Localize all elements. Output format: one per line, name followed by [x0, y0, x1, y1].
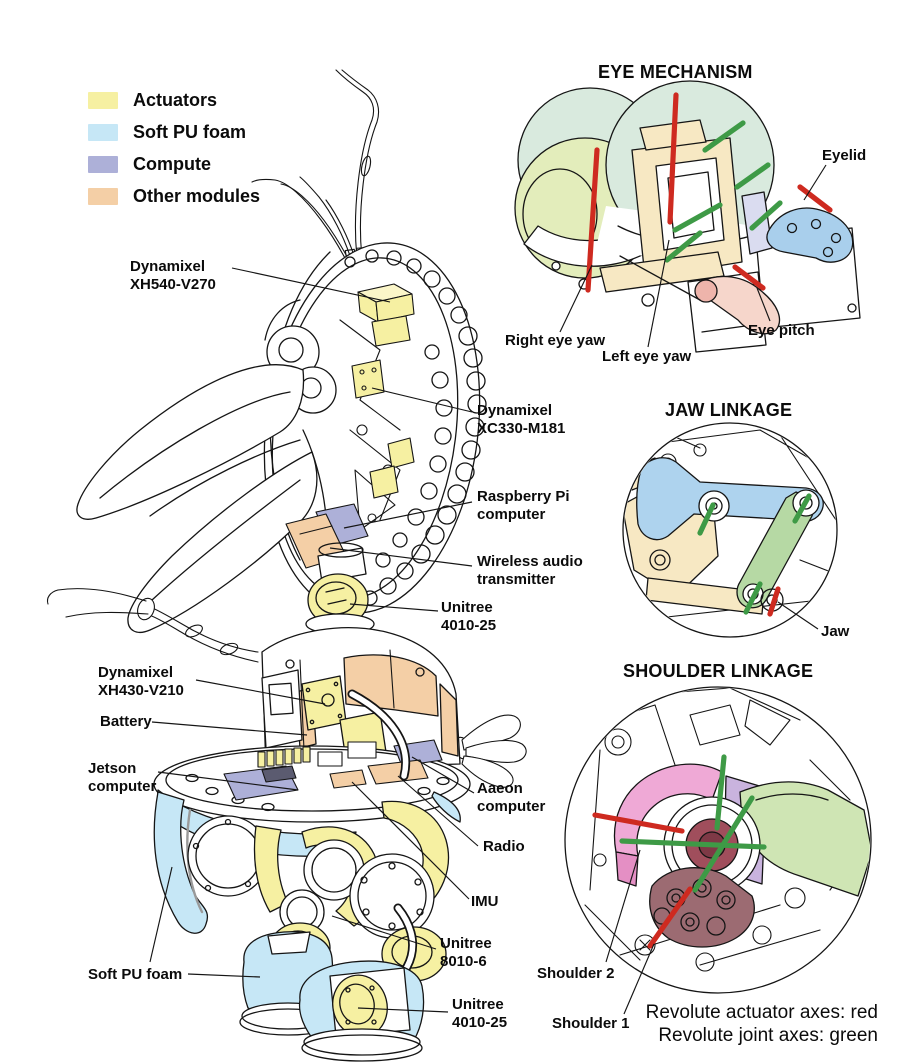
feet [239, 931, 425, 1062]
left-arm [46, 588, 259, 663]
antennae [251, 69, 380, 263]
label-shoulder-1: Shoulder 1 [552, 1015, 630, 1032]
label-jaw: Jaw [821, 623, 850, 640]
label-eye-pitch: Eye pitch [748, 322, 815, 339]
imu-shape [329, 769, 367, 789]
eye-joint-axes [664, 120, 783, 263]
label-right-eye-yaw: Right eye yaw [505, 332, 606, 349]
main-leader-lines [149, 267, 479, 1013]
legend-swatch-actuators [88, 91, 118, 109]
robot-main-figure [46, 69, 527, 1062]
label-left-eye-yaw: Left eye yaw [602, 348, 692, 365]
legend-swatch-soft-pu-foam [88, 123, 118, 141]
caption-actuator-axes: Revolute actuator axes: red [645, 1002, 878, 1023]
jaw-detail-circle [622, 422, 838, 638]
label-radio: Radio [483, 838, 525, 855]
eye-leader-lines [559, 164, 827, 348]
label-shoulder-2: Shoulder 2 [537, 965, 615, 982]
jaw-linkage-title: JAW LINKAGE [665, 400, 793, 420]
label-soft-pu-foam: Soft PU foam [88, 966, 183, 983]
legend-item-compute: Compute [88, 148, 260, 180]
legend-swatch-other-modules [88, 187, 118, 205]
legend-label-soft-pu-foam: Soft PU foam [133, 121, 247, 142]
legend-swatch-compute [88, 155, 118, 173]
head-plate-holes [344, 249, 487, 606]
label-imu: IMU [471, 893, 499, 910]
shoulder-linkage-art [564, 686, 872, 1015]
legend-label-actuators: Actuators [133, 89, 218, 110]
legend-item-actuators: Actuators [88, 84, 260, 116]
axes-color-caption: Revolute actuator axes: red Revolute joi… [646, 1002, 878, 1047]
battery-cells [257, 746, 311, 768]
xc330-actuator-shape [351, 359, 385, 399]
eye-mechanism-title: EYE MECHANISM [598, 62, 753, 82]
legend-item-other-modules: Other modules [88, 180, 260, 212]
jaw-link-blue-shape [636, 457, 824, 541]
legend-label-other-modules: Other modules [133, 185, 261, 206]
eye-actuator-axes [585, 92, 833, 293]
head-internals [285, 283, 415, 569]
beak [76, 364, 328, 633]
label-eyelid: Eyelid [822, 147, 867, 164]
caption-joint-axes: Revolute joint axes: green [658, 1024, 878, 1046]
xh430-actuator-shape [301, 675, 347, 731]
shoulder-linkage-title: SHOULDER LINKAGE [623, 661, 814, 681]
eye-mechanism-art [514, 80, 861, 353]
label-battery: Battery [100, 713, 152, 730]
legend-item-soft-pu-foam: Soft PU foam [88, 116, 260, 148]
legend: Actuators Soft PU foam Compute Other mod… [88, 84, 260, 212]
hand-feather [461, 755, 514, 788]
torso [261, 627, 461, 771]
shoulder-detail-circle [564, 686, 872, 994]
jaw-linkage-art [622, 422, 838, 638]
legend-label-compute: Compute [133, 153, 211, 174]
